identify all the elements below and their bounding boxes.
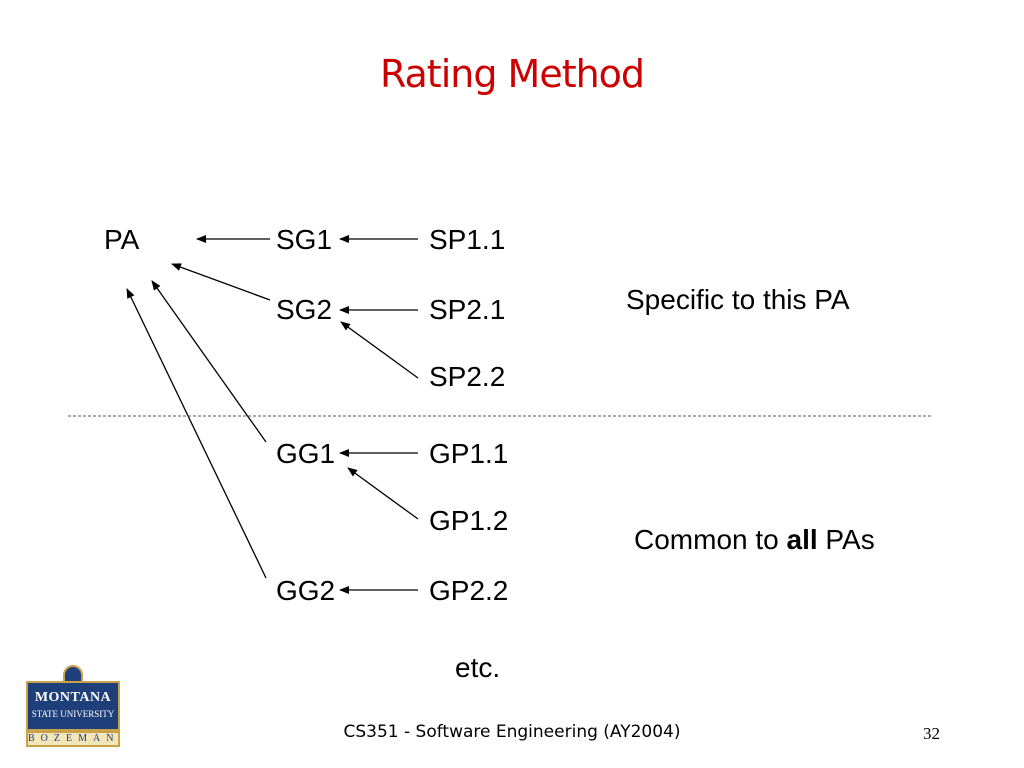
logo-line1: MONTANA	[34, 690, 112, 705]
node-sg1: SG1	[276, 224, 333, 255]
footer-course: CS351 - Software Engineering (AY2004)	[343, 722, 681, 742]
note-common-suffix: PAs	[817, 524, 875, 555]
node-sg2: SG2	[276, 294, 333, 325]
logo-box	[26, 681, 120, 731]
page-number: 32	[923, 724, 940, 743]
node-gg2: GG2	[276, 575, 336, 606]
node-etc: etc.	[455, 652, 501, 683]
logo-line2: STATE UNIVERSITY	[31, 709, 115, 719]
arrow-sg2-pa	[171, 263, 271, 301]
arrow-gg1-pa	[151, 280, 267, 443]
node-sp2-1: SP2.1	[429, 294, 506, 325]
arrow-sp22-sg2	[340, 321, 419, 379]
node-gp1-2: GP1.2	[429, 505, 509, 536]
node-sp2-2: SP2.2	[429, 361, 506, 392]
node-gg1: GG1	[276, 438, 336, 469]
arrow-gg2-pa	[126, 288, 267, 579]
node-pa: PA	[104, 224, 140, 255]
arrow-gp12-gg1	[347, 467, 419, 520]
logo-line3: BOZEMAN	[26, 731, 120, 747]
node-gp2-2: GP2.2	[429, 575, 509, 606]
university-logo: MONTANA STATE UNIVERSITY BOZEMAN	[26, 665, 120, 749]
slide-title: Rating Method	[379, 52, 645, 96]
node-sp1-1: SP1.1	[429, 224, 506, 255]
note-common-bold: all	[786, 524, 818, 555]
node-gp1-1: GP1.1	[429, 438, 509, 469]
note-common: Common to all PAs	[634, 524, 875, 556]
note-common-prefix: Common to	[634, 524, 787, 555]
note-specific: Specific to this PA	[626, 284, 850, 315]
